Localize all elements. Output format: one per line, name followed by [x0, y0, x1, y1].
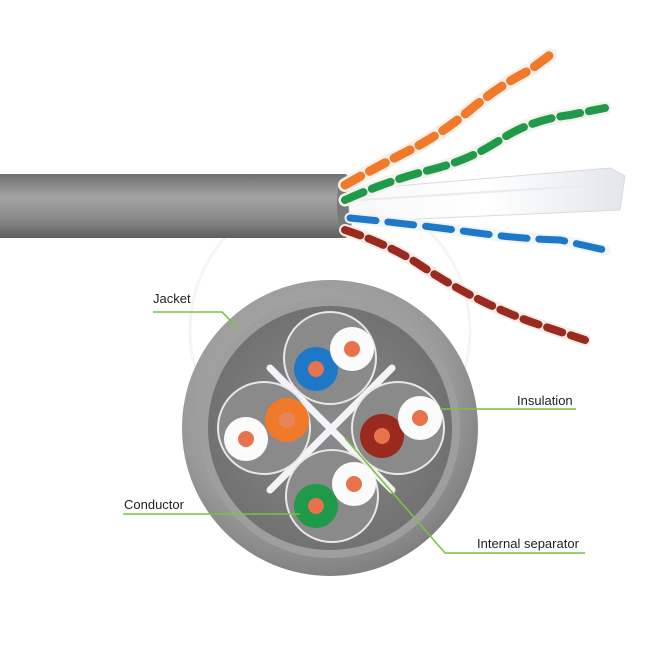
leader-jacket: [153, 311, 239, 329]
conductor-label: Conductor: [124, 497, 184, 512]
green-pair: [338, 101, 612, 207]
pair-left: [217, 381, 311, 475]
jacket-label: Jacket: [153, 291, 191, 306]
twisted-pairs: [338, 48, 612, 346]
cable-jacket: [0, 174, 353, 238]
pair-right: [351, 381, 445, 475]
orange-pair: [338, 48, 557, 192]
leader-lines: [123, 311, 585, 554]
insulation-label: Insulation: [517, 393, 573, 408]
brown-pair: [339, 224, 591, 346]
internal-separator-label: Internal separator: [477, 536, 579, 551]
blue-pair: [344, 212, 611, 256]
cross-section: [182, 280, 478, 576]
pair-bottom: [285, 449, 379, 543]
leader-internal-separator: [344, 437, 585, 554]
pair-top: [283, 311, 377, 405]
